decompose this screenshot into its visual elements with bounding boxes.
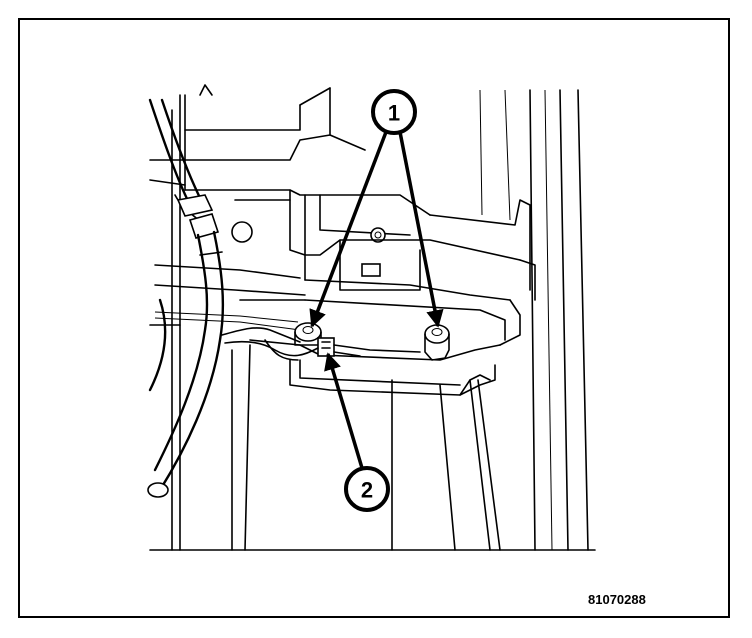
- module-housing: [154, 199, 536, 346]
- mounting-nut-right: [424, 324, 450, 361]
- wiring-harness: [147, 98, 319, 498]
- callout-1-label: 1: [388, 101, 400, 126]
- callout-2: 2: [344, 466, 390, 512]
- callout-2-leader: [324, 352, 364, 469]
- upper-structure: [149, 84, 431, 281]
- callout-2-label: 2: [361, 478, 373, 503]
- mounting-bracket: [149, 311, 501, 396]
- callout-1: 1: [371, 89, 417, 135]
- figure-number: 81070288: [588, 592, 646, 607]
- callout-1-leaders: [309, 131, 444, 328]
- wire-connector: [317, 337, 421, 357]
